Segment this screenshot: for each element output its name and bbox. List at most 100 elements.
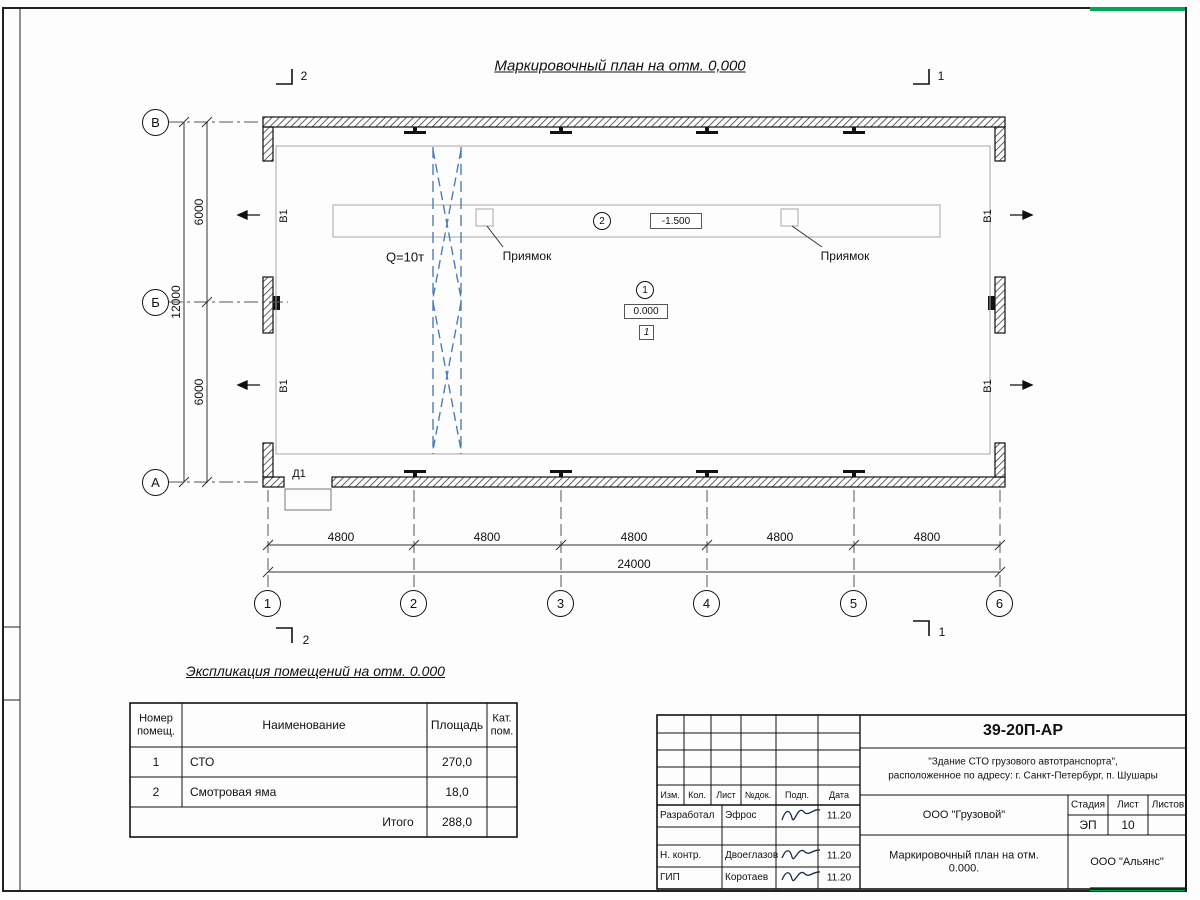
axis-circle-b: Б bbox=[142, 289, 169, 316]
room-row-area: 270,0 bbox=[441, 755, 473, 769]
grid-number: 2 bbox=[409, 596, 418, 611]
grid-number: 6 bbox=[995, 596, 1004, 611]
tb-role-ncontrol: Н. контр. bbox=[660, 850, 702, 861]
object-description-line1: "Здание СТО грузового автотранспорта", bbox=[928, 756, 1118, 768]
object-description-line2: расположенное по адресу: г. Санкт-Петерб… bbox=[888, 770, 1158, 782]
title-block-lines bbox=[656, 714, 1187, 890]
grid-number: 4 bbox=[702, 596, 711, 611]
tb-name-gip: Коротаев bbox=[725, 872, 769, 883]
grid-circle-5: 5 bbox=[840, 590, 867, 617]
building-walls bbox=[262, 116, 1006, 488]
axis-letter: А bbox=[151, 475, 160, 490]
dim-4800-4: 4800 bbox=[766, 530, 794, 544]
pit-label-right: Приямок bbox=[820, 249, 870, 263]
dim-4800-1: 4800 bbox=[327, 530, 355, 544]
grid-circle-2: 2 bbox=[400, 590, 427, 617]
axis-letter: В bbox=[151, 115, 160, 130]
room-number-box: 1 bbox=[639, 325, 654, 340]
tb-name-developed: Эфрос bbox=[725, 810, 757, 821]
tb-head-kol: Кол. bbox=[688, 790, 706, 800]
tb-date-ncontrol: 11.20 bbox=[826, 850, 852, 862]
sheet-frame bbox=[2, 7, 1187, 892]
explication-total-value: 288,0 bbox=[441, 815, 473, 829]
trench-marker-number: 2 bbox=[599, 215, 605, 227]
grid-number: 5 bbox=[849, 596, 858, 611]
dim-4800-2: 4800 bbox=[473, 530, 501, 544]
doc-code: 39-20П-АР bbox=[983, 722, 1063, 739]
sheets-label: Листов bbox=[1151, 799, 1185, 811]
axis-circle-v: В bbox=[142, 109, 169, 136]
ventilation-tag-left-top: В1 bbox=[278, 209, 290, 223]
floor-elevation-box: 0.000 bbox=[624, 304, 668, 319]
tb-date-gip: 11.20 bbox=[826, 872, 852, 884]
pit-label-left: Приямок bbox=[502, 249, 552, 263]
tb-head-podp: Подп. bbox=[785, 790, 809, 800]
bottom-dimension-lines bbox=[262, 539, 1006, 578]
room-row-num: 2 bbox=[152, 785, 160, 799]
signature-icon bbox=[781, 809, 821, 882]
ventilation-tag-right-top: В1 bbox=[982, 209, 994, 223]
grid-circle-6: 6 bbox=[986, 590, 1013, 617]
section-mark-1-top: 1 bbox=[937, 69, 945, 83]
tb-role-developed: Разработал bbox=[660, 810, 715, 821]
explication-col-cat: Кат. пом. bbox=[490, 712, 514, 737]
tb-date-developed: 11.20 bbox=[826, 810, 852, 822]
explication-col-area: Площадь bbox=[430, 718, 484, 732]
trench-elevation-box: -1.500 bbox=[650, 213, 702, 229]
grid-number: 3 bbox=[556, 596, 565, 611]
grid-circle-4: 4 bbox=[693, 590, 720, 617]
door-tag: Д1 bbox=[292, 468, 306, 480]
customer-org: ООО "Грузовой" bbox=[922, 809, 1006, 821]
section-cut-marks bbox=[276, 69, 930, 643]
room-row-name: Смотровая яма bbox=[190, 785, 277, 799]
axis-letter: Б bbox=[151, 295, 160, 310]
contractor-org: ООО "Альянс" bbox=[1090, 856, 1164, 868]
dim-4800-5: 4800 bbox=[913, 530, 941, 544]
room-row-num: 1 bbox=[152, 755, 160, 769]
sheet-value: 10 bbox=[1121, 818, 1135, 832]
section-mark-2-top: 2 bbox=[300, 69, 308, 83]
ventilation-arrows bbox=[236, 209, 1034, 391]
tb-head-ndoc: №док. bbox=[744, 790, 772, 800]
sheet-label: Лист bbox=[1117, 799, 1139, 811]
trench-elevation: -1.500 bbox=[661, 215, 691, 227]
room-row-area: 18,0 bbox=[445, 785, 469, 799]
interior-outline bbox=[275, 145, 991, 455]
crane-capacity-label: Q=10т bbox=[385, 249, 425, 265]
explication-heading: Экспликация помещений на отм. 0.000 bbox=[186, 663, 445, 679]
tb-head-data: Дата bbox=[829, 790, 849, 800]
grid-number: 1 bbox=[263, 596, 272, 611]
section-mark-2-bottom: 2 bbox=[302, 633, 310, 647]
explication-col-name: Наименование bbox=[262, 718, 346, 732]
grid-circle-1: 1 bbox=[254, 590, 281, 617]
tb-head-izm: Изм. bbox=[660, 790, 680, 800]
tb-name-ncontrol: Двоеглазов bbox=[725, 850, 779, 861]
ventilation-tag-right-bottom: В1 bbox=[982, 379, 994, 393]
ventilation-tag-left-bottom: В1 bbox=[278, 379, 290, 393]
explication-table-lines bbox=[129, 702, 518, 838]
dim-6000-top: 6000 bbox=[192, 198, 206, 226]
column-marks bbox=[273, 127, 995, 477]
trench-marker-circle: 2 bbox=[593, 212, 611, 230]
plan-title: Маркировочный план на отм. 0,000 bbox=[494, 57, 746, 75]
dim-24000: 24000 bbox=[617, 557, 651, 571]
explication-total-label: Итого bbox=[382, 815, 414, 829]
dim-4800-3: 4800 bbox=[620, 530, 648, 544]
crane-runway bbox=[432, 147, 462, 454]
dim-6000-bottom: 6000 bbox=[192, 378, 206, 406]
grid-circle-3: 3 bbox=[547, 590, 574, 617]
section-mark-1-bottom: 1 bbox=[938, 625, 946, 639]
stage-value: ЭП bbox=[1079, 818, 1097, 832]
pit-leader-lines bbox=[486, 225, 823, 248]
room-row-name: СТО bbox=[190, 755, 215, 769]
room-number: 1 bbox=[643, 327, 650, 338]
floor-marker-circle: 1 bbox=[636, 281, 654, 299]
tb-head-list: Лист bbox=[716, 790, 736, 800]
explication-col-num: Номер помещ. bbox=[137, 712, 175, 737]
drawing-name: Маркировочный план на отм. 0.000. bbox=[889, 849, 1039, 874]
left-dimension-lines bbox=[178, 116, 213, 488]
floor-marker-number: 1 bbox=[642, 284, 648, 296]
door-leaf bbox=[284, 488, 332, 511]
